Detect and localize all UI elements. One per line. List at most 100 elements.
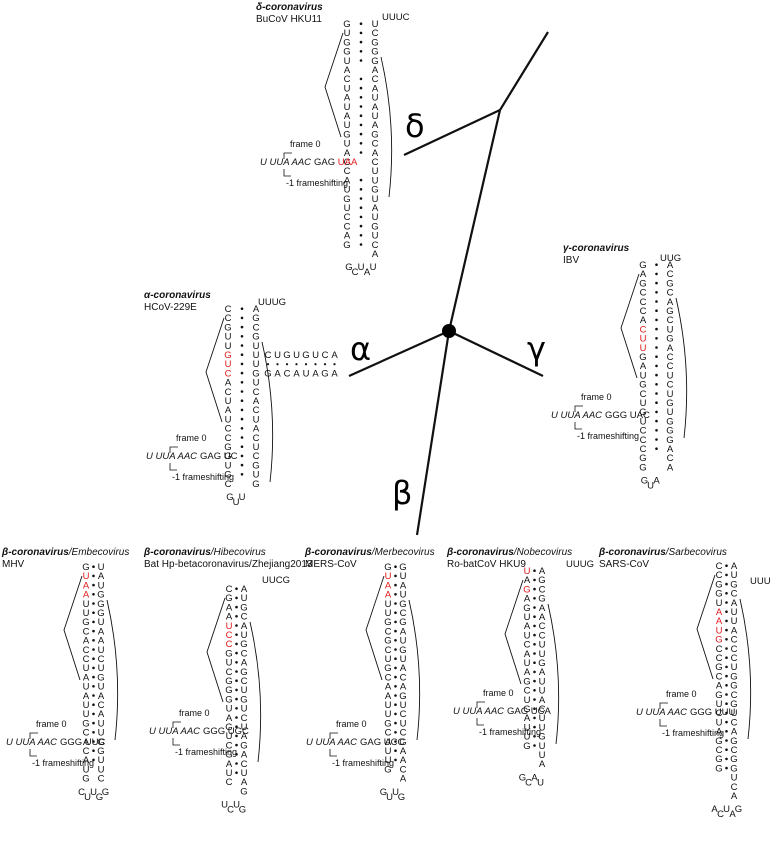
nucleotide-left: G bbox=[82, 718, 89, 729]
frame0-label: frame 0 bbox=[483, 688, 514, 698]
nucleotide-left: G bbox=[343, 194, 350, 205]
nucleotide-right: G bbox=[371, 47, 378, 58]
base-pair-dot bbox=[725, 628, 728, 632]
base-pair-dot bbox=[240, 417, 244, 421]
nucleotide-right: A bbox=[731, 791, 738, 802]
base-pair-dot bbox=[533, 707, 536, 710]
nucleotide-left: G bbox=[224, 470, 231, 481]
frame0-label: frame 0 bbox=[176, 433, 207, 443]
base-pair-dot bbox=[655, 410, 658, 414]
arm-nucleotide: U bbox=[293, 350, 300, 361]
tail-nucleotide: U bbox=[84, 792, 91, 803]
slippery-sequence: U UUA AAC bbox=[453, 706, 504, 717]
nucleotide-left: G bbox=[82, 617, 89, 628]
base-pair-dot bbox=[235, 743, 238, 747]
base-pair-dot bbox=[725, 693, 728, 696]
arm-nucleotide: G bbox=[302, 350, 309, 361]
base-pair-dot bbox=[240, 371, 244, 375]
nucleotide-right: G bbox=[538, 732, 545, 743]
base-pair-dot bbox=[533, 643, 536, 646]
base-pair-dot bbox=[359, 151, 363, 154]
base-pair-dot bbox=[235, 734, 238, 738]
nucleotide-left: C bbox=[225, 479, 232, 490]
base-pair-dot bbox=[240, 408, 244, 412]
nucleotide-left: U bbox=[640, 334, 647, 345]
nucleotide-left: A bbox=[640, 361, 647, 372]
nucleotide-left: G bbox=[715, 662, 722, 673]
nucleotide-left: A bbox=[640, 269, 647, 280]
nucleotide-left: G bbox=[82, 562, 89, 573]
base-pair-dot bbox=[533, 716, 536, 720]
strain-label: BuCoV HKU11 bbox=[256, 14, 322, 25]
nucleotide-right: U bbox=[253, 470, 260, 481]
nucleotide-left: C bbox=[225, 387, 232, 398]
tree-branch-delta-stem bbox=[447, 31, 549, 332]
frame0-arrow bbox=[329, 732, 338, 739]
tail-nucleotide: G bbox=[102, 787, 109, 798]
base-pair-dot bbox=[725, 601, 728, 604]
nucleotide-right: A bbox=[241, 658, 248, 669]
nucleotide-left: U bbox=[716, 598, 723, 609]
nucleotide-right: U bbox=[372, 111, 379, 122]
nucleotide-left: G bbox=[82, 774, 89, 785]
frameshift-arrow bbox=[283, 169, 291, 177]
nucleotide-right: G bbox=[371, 129, 378, 140]
base-pair-dot bbox=[235, 596, 238, 600]
nucleotide-left: U bbox=[524, 732, 531, 743]
nucleotide-right: C bbox=[253, 387, 260, 398]
subgenus-label: /Hibecovirus bbox=[210, 547, 266, 558]
tail-nucleotide: U bbox=[370, 262, 377, 273]
loop-sequence: UUUG bbox=[750, 576, 770, 587]
base-pair-dot bbox=[533, 679, 536, 683]
header-alpha: α-coronavirus HCoV-229E bbox=[144, 290, 211, 314]
nucleotide-right: A bbox=[400, 580, 407, 591]
spacer-sequence: GAG UAA bbox=[314, 157, 358, 168]
base-pair-dot bbox=[235, 688, 238, 692]
base-pair-dot bbox=[394, 629, 397, 633]
nucleotide-left: A bbox=[225, 378, 232, 389]
nucleotide-right: C bbox=[98, 774, 105, 785]
base-pair-dot bbox=[92, 712, 95, 716]
tail-nucleotide: G bbox=[239, 805, 246, 816]
base-pair-dot bbox=[240, 325, 244, 329]
nucleotide-right: G bbox=[399, 737, 406, 748]
nucleotide-right: A bbox=[372, 65, 379, 76]
nucleotide-right: U bbox=[241, 722, 248, 733]
nucleotide-left: G bbox=[225, 648, 232, 659]
nucleotide-right: U bbox=[539, 713, 546, 724]
nucleotide-right: C bbox=[539, 621, 546, 632]
nucleotide-right: U bbox=[539, 722, 546, 733]
genus-label: β-coronavirus bbox=[2, 547, 69, 558]
base-pair-dot bbox=[359, 188, 363, 191]
nucleotide-right: U bbox=[539, 686, 546, 697]
branch-label-delta: δ bbox=[405, 107, 425, 145]
tail-nucleotide: G bbox=[380, 787, 387, 798]
nucleotide-right: C bbox=[667, 453, 674, 464]
nucleotide-left: U bbox=[385, 599, 392, 610]
tail-nucleotide: G bbox=[641, 476, 648, 487]
nucleotide-left: G bbox=[384, 562, 391, 573]
base-pair-dot bbox=[359, 142, 363, 145]
nucleotide-right: U bbox=[253, 359, 260, 370]
nucleotide-left: A bbox=[344, 65, 351, 76]
arm-nucleotide: U bbox=[274, 350, 281, 361]
nucleotide-left: U bbox=[225, 359, 232, 370]
base-pair-dot bbox=[533, 587, 536, 591]
nucleotide-right: C bbox=[539, 630, 546, 641]
base-pair-dot bbox=[533, 670, 536, 674]
base-pair-dot bbox=[725, 564, 728, 567]
nucleotide-left: G bbox=[343, 47, 350, 58]
base-pair-dot bbox=[394, 593, 397, 596]
tail-nucleotide: C bbox=[525, 777, 532, 788]
nucleotide-left: C bbox=[226, 667, 233, 678]
strand-connector bbox=[249, 621, 262, 763]
nucleotide-right: U bbox=[731, 570, 738, 581]
nucleotide-right: A bbox=[731, 625, 738, 636]
nucleotide-left: U bbox=[716, 717, 723, 728]
nucleotide-right: G bbox=[730, 754, 737, 765]
nucleotide-right: A bbox=[731, 598, 738, 609]
nucleotide-right: A bbox=[372, 120, 379, 131]
nucleotide-left: G bbox=[225, 722, 232, 733]
nucleotide-right: U bbox=[400, 654, 407, 665]
nucleotide-right: C bbox=[731, 653, 738, 664]
